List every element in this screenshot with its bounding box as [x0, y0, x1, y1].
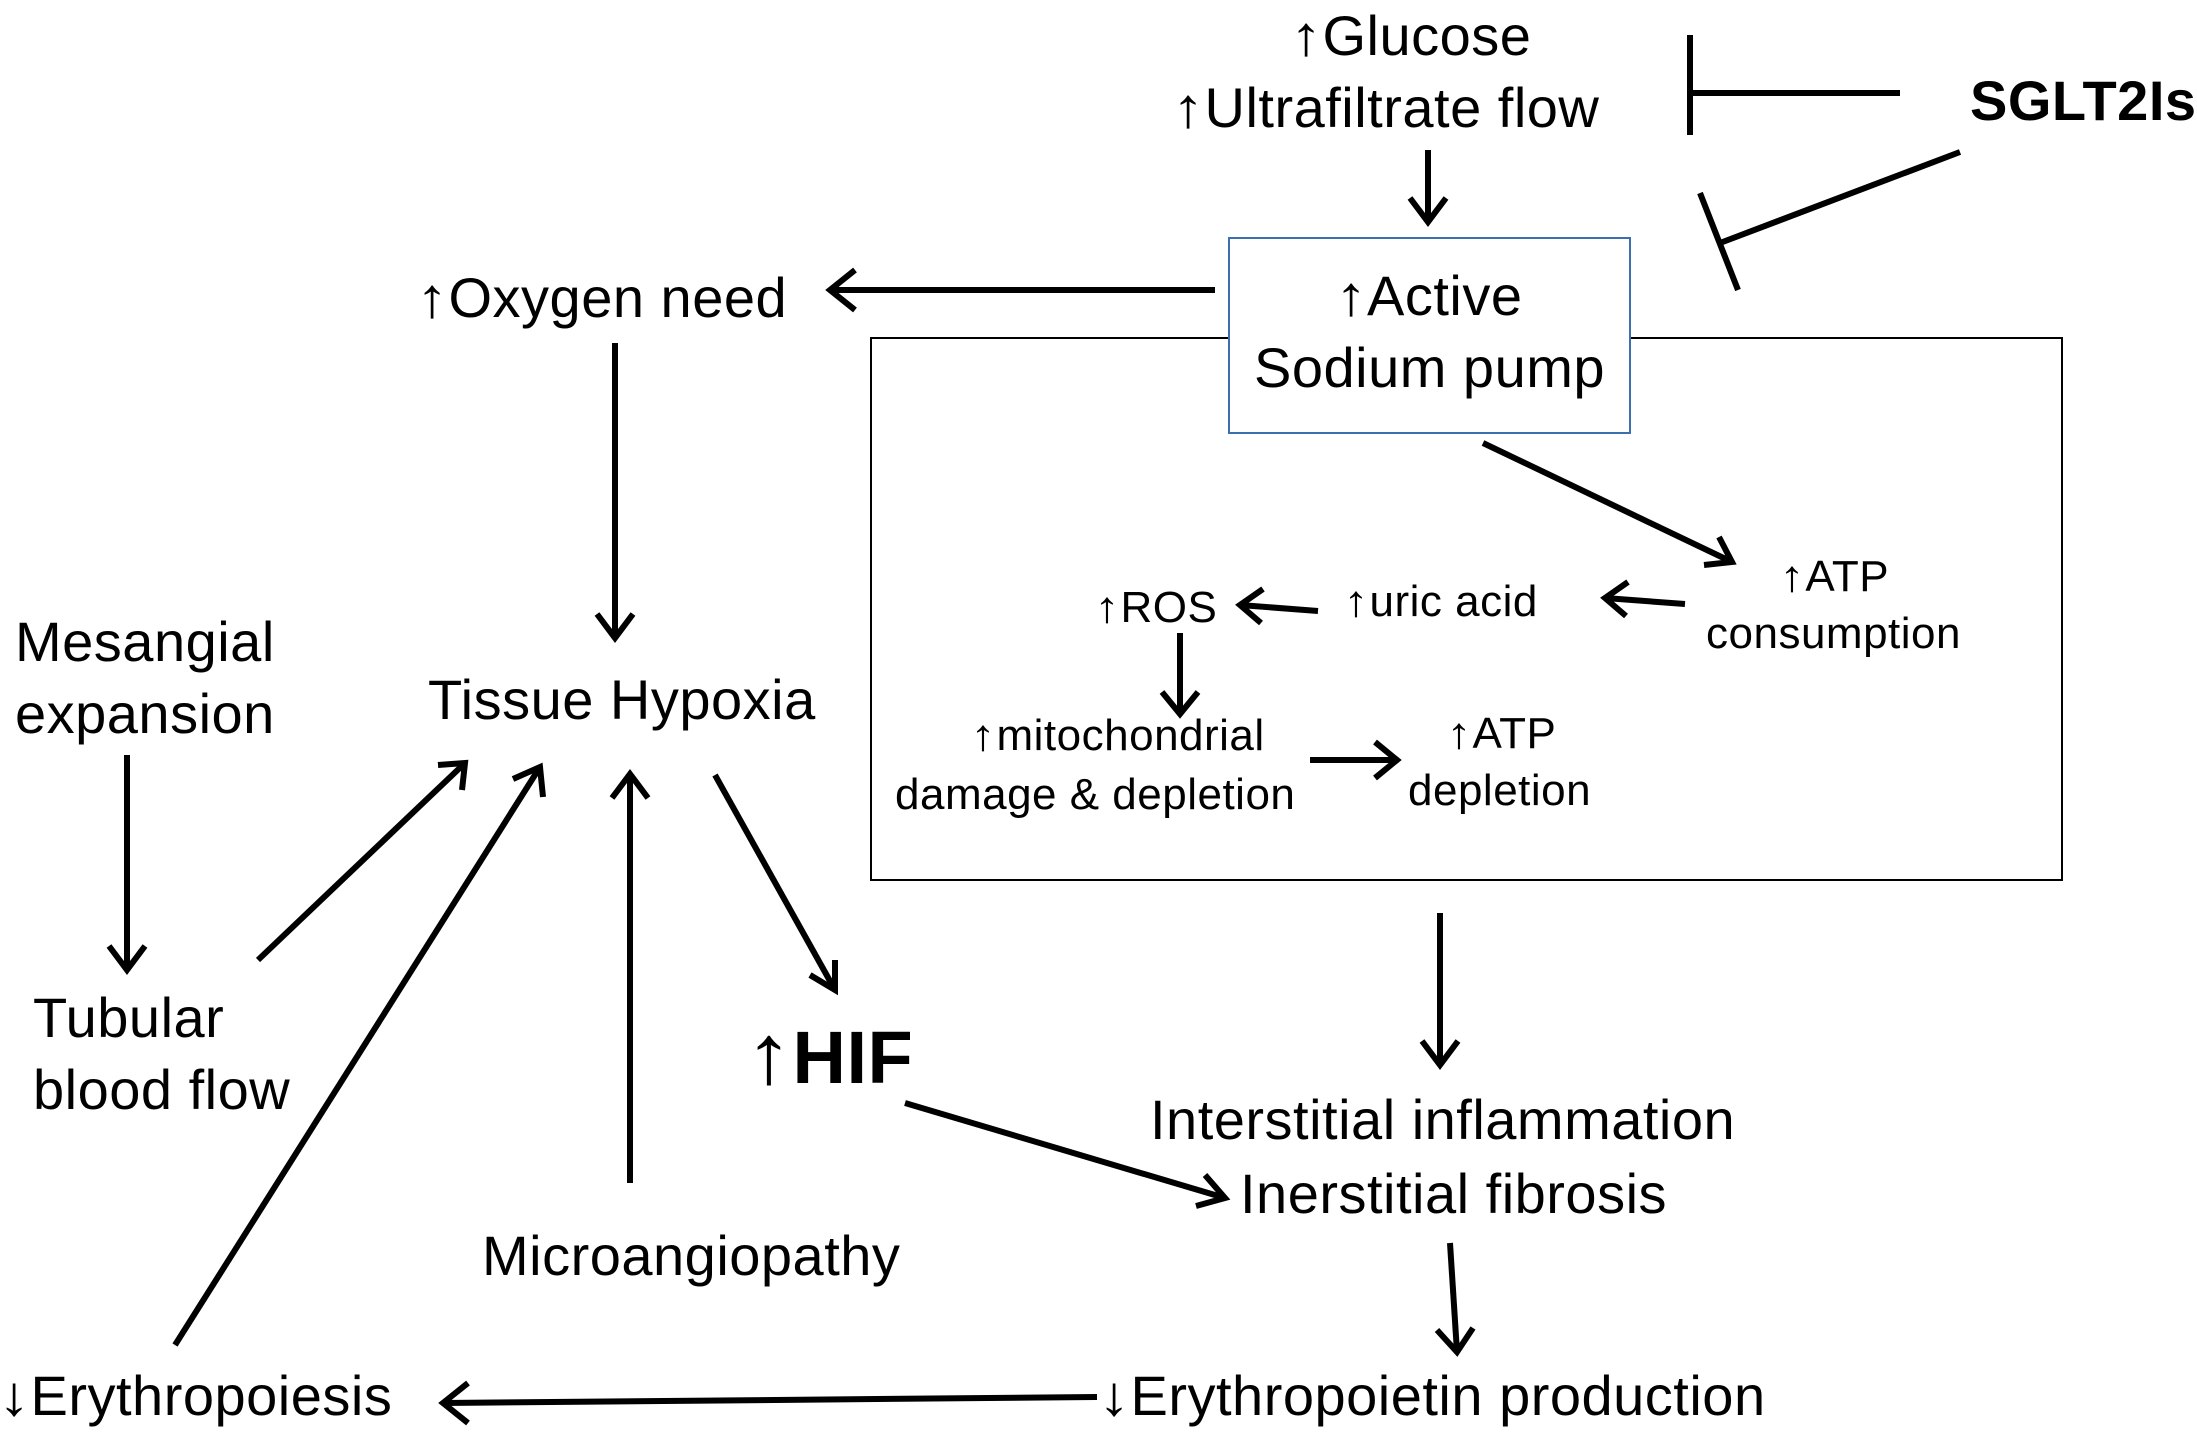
inhibit-sglt2-pump [1718, 149, 1962, 246]
mito-line1: ↑mitochondrial [970, 711, 1265, 760]
increase-arrow-icon: ↑ [1334, 264, 1368, 327]
arrow-pump-to-atp-consumption [1481, 440, 1734, 565]
tubular-line2: blood flow [33, 1058, 291, 1121]
arrow-atp-to-uric [1604, 595, 1686, 607]
interstitial-inflammation-label: Interstitial inflammation [1150, 1088, 1736, 1151]
arrow-erythropoiesis-to-hypoxia [172, 765, 543, 1347]
tissue-hypoxia-label: Tissue Hypoxia [428, 668, 816, 731]
increase-arrow-icon: ↑ [1343, 577, 1370, 626]
increase-arrow-icon: ↑ [1779, 552, 1806, 601]
arrow-tubular-to-hypoxia [255, 760, 468, 963]
pump-line1: ↑Active [1334, 264, 1523, 327]
mesangial-line2: expansion [15, 682, 275, 745]
sodium-pump-box [1228, 237, 1631, 434]
atp-depletion-line2: depletion [1408, 766, 1592, 815]
oxygen-need-label: ↑Oxygen need [415, 266, 788, 329]
uric-acid-label: ↑uric acid [1343, 577, 1538, 626]
epo-production-label: ↓Erythropoietin production [1097, 1364, 1766, 1427]
mito-line2: damage & depletion [895, 770, 1296, 819]
tubular-line1: Tubular [33, 986, 225, 1049]
increase-arrow-icon: ↑ [970, 711, 997, 760]
arrow-hif-to-fibrosis [904, 1100, 1226, 1201]
glucose-label: ↑Glucose [1289, 4, 1532, 67]
arrow-epo-to-erythropoiesis [442, 1394, 1098, 1406]
increase-arrow-icon: ↑ [1446, 709, 1473, 758]
mesangial-line1: Mesangial [15, 610, 275, 673]
ultrafiltrate-label: ↑Ultrafiltrate flow [1171, 76, 1600, 139]
increase-arrow-icon: ↑ [1171, 76, 1205, 139]
pump-line2: Sodium pump [1253, 336, 1605, 399]
sglt2is-label: SGLT2Is [1970, 69, 2197, 132]
hif-label: ↑HIF [744, 1007, 914, 1101]
interstitial-fibrosis-label: Inerstitial fibrosis [1240, 1162, 1668, 1225]
decrease-arrow-icon: ↓ [0, 1364, 31, 1427]
decrease-arrow-icon: ↓ [1097, 1364, 1131, 1427]
microangiopathy-label: Microangiopathy [482, 1224, 901, 1287]
increase-arrow-icon: ↑ [1094, 583, 1121, 632]
arrow-uric-to-ros [1239, 602, 1319, 614]
erythropoiesis-label: ↓Erythropoiesis [0, 1368, 392, 1424]
arrow-hypoxia-to-hif [712, 773, 838, 992]
atp-consumption-line2: consumption [1706, 609, 1961, 658]
ros-label: ↑ROS [1094, 583, 1218, 632]
increase-arrow-icon: ↑ [1289, 4, 1323, 67]
increase-arrow-icon: ↑ [744, 1007, 794, 1101]
arrow-fibrosis-to-epo [1447, 1242, 1460, 1353]
increase-arrow-icon: ↑ [415, 266, 449, 329]
atp-depletion-line1: ↑ATP [1446, 709, 1557, 758]
atp-consumption-line1: ↑ATP [1779, 552, 1890, 601]
